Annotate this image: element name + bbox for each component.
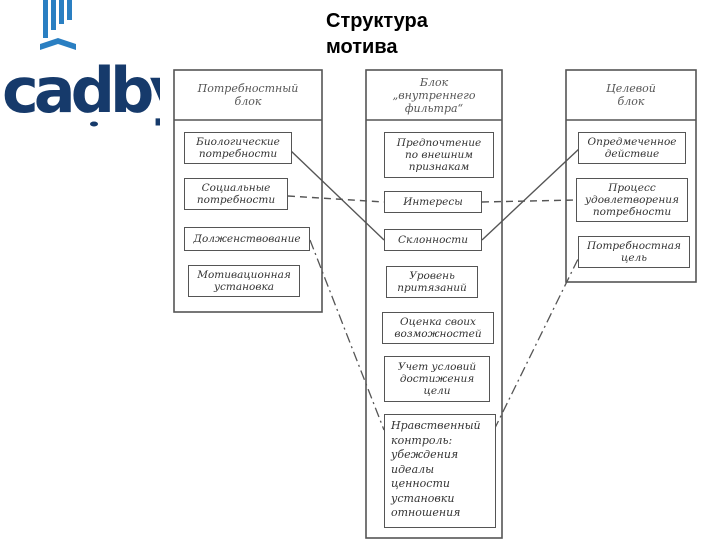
- box-motivational-attitude: Мотивационная установка: [188, 265, 300, 297]
- box-objectified-action: Опредмеченное действие: [578, 132, 686, 164]
- box-aspiration-level: Уровень притязаний: [386, 266, 478, 298]
- connector-social-to-interests: [287, 195, 385, 203]
- right-block-title: Целевой блок: [606, 82, 656, 108]
- connector-bio-to-inclinations: [289, 149, 385, 241]
- left-block-frame: [173, 69, 323, 313]
- box-social-needs: Социальные потребности: [184, 178, 288, 210]
- left-block-title: Потребностный блок: [197, 82, 299, 108]
- box-self-assessment: Оценка своих возможностей: [382, 312, 494, 344]
- slide-title: Структура мотива: [326, 10, 428, 58]
- box-interests: Интересы: [384, 191, 482, 213]
- logo-wordmark: cadby: [2, 54, 160, 127]
- connector-interests-to-process: [481, 199, 579, 203]
- box-duty: Долженствование: [184, 227, 310, 251]
- middle-block-frame: [365, 69, 503, 539]
- box-goal-conditions: Учет условий достижения цели: [384, 356, 490, 402]
- middle-block-title: Блок „внутреннего фильтра“: [392, 76, 476, 115]
- connector-moral-to-goal: [493, 254, 581, 431]
- box-external-preference: Предпочтение по внешним признакам: [384, 132, 494, 178]
- right-block-frame: [565, 69, 697, 283]
- box-inclinations: Склонности: [384, 229, 482, 251]
- logo-book-icon: [40, 0, 76, 50]
- cadby-logo: cadby: [2, 0, 160, 127]
- connector-inclinations-to-action: [481, 147, 581, 241]
- box-biological-needs: Биологические потребности: [184, 132, 292, 164]
- box-need-goal: Потребностная цель: [578, 236, 690, 268]
- box-moral-control: Нравственный контроль: убеждения идеалы …: [384, 414, 496, 528]
- box-satisfaction-process: Процесс удовлетворения потребности: [576, 178, 688, 222]
- connector-duty-to-moral: [309, 239, 385, 431]
